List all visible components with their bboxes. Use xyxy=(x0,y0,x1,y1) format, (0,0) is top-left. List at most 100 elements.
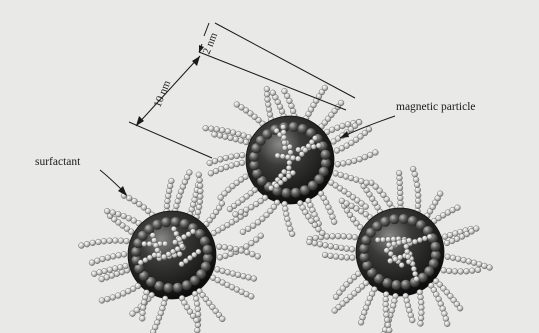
surfactant-bead xyxy=(225,128,231,134)
surfactant-bead xyxy=(375,237,380,242)
surfactant-bead xyxy=(165,198,171,204)
surfactant-bead xyxy=(328,253,334,259)
surfactant-bead xyxy=(363,204,369,210)
surfactant-bead xyxy=(341,233,347,239)
surfactant-bead xyxy=(386,237,391,242)
surfactant-bead xyxy=(165,193,171,199)
surfactant-bead xyxy=(142,295,148,301)
surfactant-head xyxy=(431,242,441,252)
surfactant-bead xyxy=(437,191,443,197)
surfactant-bead xyxy=(322,252,328,258)
surfactant-bead xyxy=(195,306,201,312)
surfactant-bead xyxy=(287,160,292,165)
surfactant-bead xyxy=(316,143,321,148)
surfactant-bead xyxy=(218,195,224,201)
surfactant-bead xyxy=(223,155,229,161)
surfactant-bead xyxy=(417,237,422,242)
surfactant-bead xyxy=(195,209,201,215)
surfactant-bead xyxy=(162,241,167,246)
surfactant-bead xyxy=(380,237,385,242)
surfactant-bead xyxy=(446,268,452,274)
surfactant-label: surfactant xyxy=(35,156,81,168)
surfactant-head xyxy=(171,217,181,227)
surfactant-bead xyxy=(100,256,106,262)
surfactant-bead xyxy=(107,267,113,273)
surfactant-bead xyxy=(194,301,200,307)
surfactant-bead xyxy=(229,163,235,169)
surfactant-bead xyxy=(107,238,113,244)
surfactant-bead xyxy=(391,236,396,241)
surfactant-bead xyxy=(343,174,349,180)
surfactant-head xyxy=(380,217,390,227)
surfactant-bead xyxy=(335,233,341,239)
surfactant-bead xyxy=(450,255,456,261)
surfactant-bead xyxy=(193,296,199,302)
surfactant-bead xyxy=(101,238,107,244)
surfactant-bead xyxy=(352,234,358,240)
surfactant-bead xyxy=(105,255,111,261)
surfactant-bead xyxy=(366,126,372,132)
surfactant-head xyxy=(131,247,141,257)
surfactant-bead xyxy=(96,239,102,245)
surfactant-bead xyxy=(385,322,391,328)
surfactant-bead xyxy=(227,245,233,251)
surfactant-bead xyxy=(227,206,233,212)
surfactant-bead xyxy=(444,321,450,327)
surfactant-bead xyxy=(217,255,223,261)
surfactant-bead xyxy=(340,161,346,167)
surfactant-bead xyxy=(140,305,146,311)
surfactant-bead xyxy=(245,226,251,232)
magnetic-particle-right xyxy=(307,166,493,333)
surfactant-bead xyxy=(373,150,379,156)
surfactant-bead xyxy=(233,212,239,218)
surfactant-bead xyxy=(391,241,396,246)
surfactant-bead xyxy=(415,187,421,193)
surfactant-bead xyxy=(79,243,85,249)
surfactant-bead xyxy=(346,159,352,165)
surfactant-bead xyxy=(197,194,203,200)
surfactant-bead xyxy=(222,134,228,140)
surfactant-bead xyxy=(443,316,449,322)
surfactant-bead xyxy=(418,315,424,321)
surfactant-bead xyxy=(99,298,105,304)
arrowhead-icon xyxy=(192,56,200,66)
surfactant-bead xyxy=(413,177,419,183)
surfactant-head xyxy=(401,280,411,290)
surfactant-bead xyxy=(208,126,214,132)
surfactant-bead xyxy=(328,243,334,249)
surfactant-bead xyxy=(418,300,424,306)
surfactant-bead xyxy=(307,239,313,245)
surfactant-bead xyxy=(132,198,138,204)
surfactant-bead xyxy=(243,207,249,213)
surfactant-bead xyxy=(351,158,357,164)
surfactant-bead xyxy=(340,123,346,129)
surfactant-bead xyxy=(239,248,245,254)
surfactant-bead xyxy=(171,226,176,231)
surfactant-bead xyxy=(238,209,244,215)
surfactant-bead xyxy=(452,269,458,275)
surfactant-bead xyxy=(267,112,273,118)
surfactant-bead xyxy=(194,328,200,333)
surfactant-bead xyxy=(233,136,239,142)
surfactant-head xyxy=(281,188,291,198)
surfactant-bead xyxy=(386,327,392,333)
surfactant-bead xyxy=(118,238,124,244)
surfactant-bead xyxy=(248,294,254,300)
surfactant-bead xyxy=(317,241,323,247)
surfactant-bead xyxy=(110,295,116,301)
surfactant-bead xyxy=(383,307,389,313)
surfactant-bead xyxy=(364,180,370,186)
surfactant-bead xyxy=(115,211,121,217)
surfactant-bead xyxy=(334,125,340,131)
surfactant-bead xyxy=(166,188,172,194)
surfactant-head xyxy=(173,283,183,293)
surfactant-bead xyxy=(412,239,417,244)
surfactant-bead xyxy=(445,254,451,260)
surfactant-bead xyxy=(99,276,105,282)
surfactant-bead xyxy=(312,136,317,141)
surfactant-bead xyxy=(124,238,130,244)
surfactant-bead xyxy=(415,203,421,209)
surfactant-bead xyxy=(405,254,410,259)
surfactant-bead xyxy=(208,170,214,176)
surfactant-bead xyxy=(228,251,234,257)
